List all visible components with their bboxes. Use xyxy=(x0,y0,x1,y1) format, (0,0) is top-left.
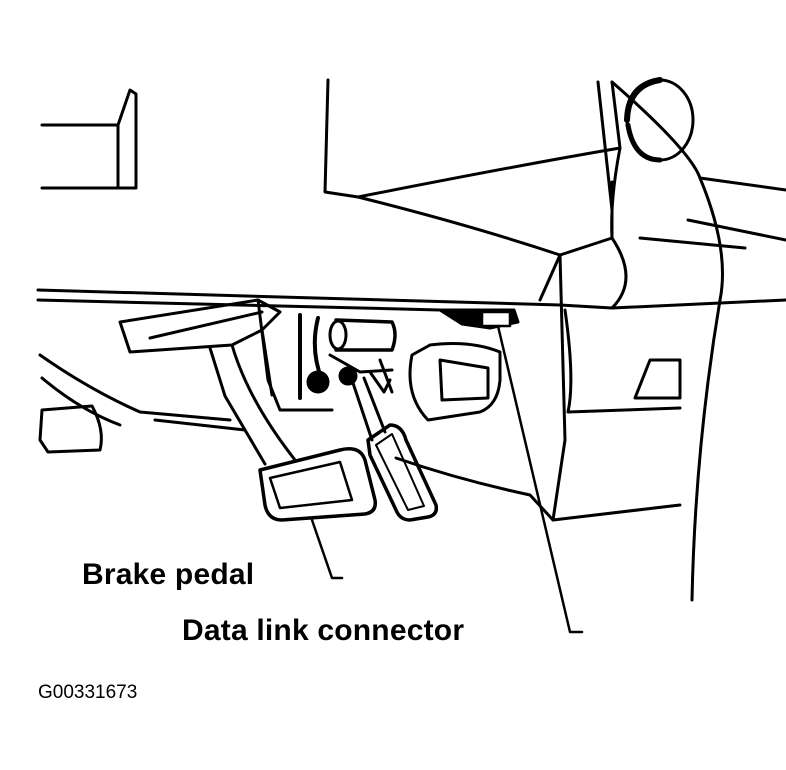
data-link-connector xyxy=(438,308,520,330)
left-dash-panel xyxy=(40,88,138,190)
left-floor-area xyxy=(38,353,247,454)
callout-leaders xyxy=(310,324,584,634)
brake-pedal-leader xyxy=(310,518,344,580)
data-link-connector-label: Data link connector xyxy=(182,614,465,647)
brake-pedal-label: Brake pedal xyxy=(82,558,255,591)
lower-dash-edge xyxy=(36,288,614,312)
brake-pedal-pad xyxy=(258,447,378,522)
steering-column-cover xyxy=(323,78,622,302)
figure-id: G00331673 xyxy=(38,682,138,703)
accelerator-pedal xyxy=(350,376,439,522)
center-lower-panel xyxy=(394,308,555,522)
brake-pedal-assembly xyxy=(118,298,334,466)
right-console xyxy=(551,80,786,602)
round-vent xyxy=(624,77,695,163)
data-link-connector-leader xyxy=(496,324,584,634)
